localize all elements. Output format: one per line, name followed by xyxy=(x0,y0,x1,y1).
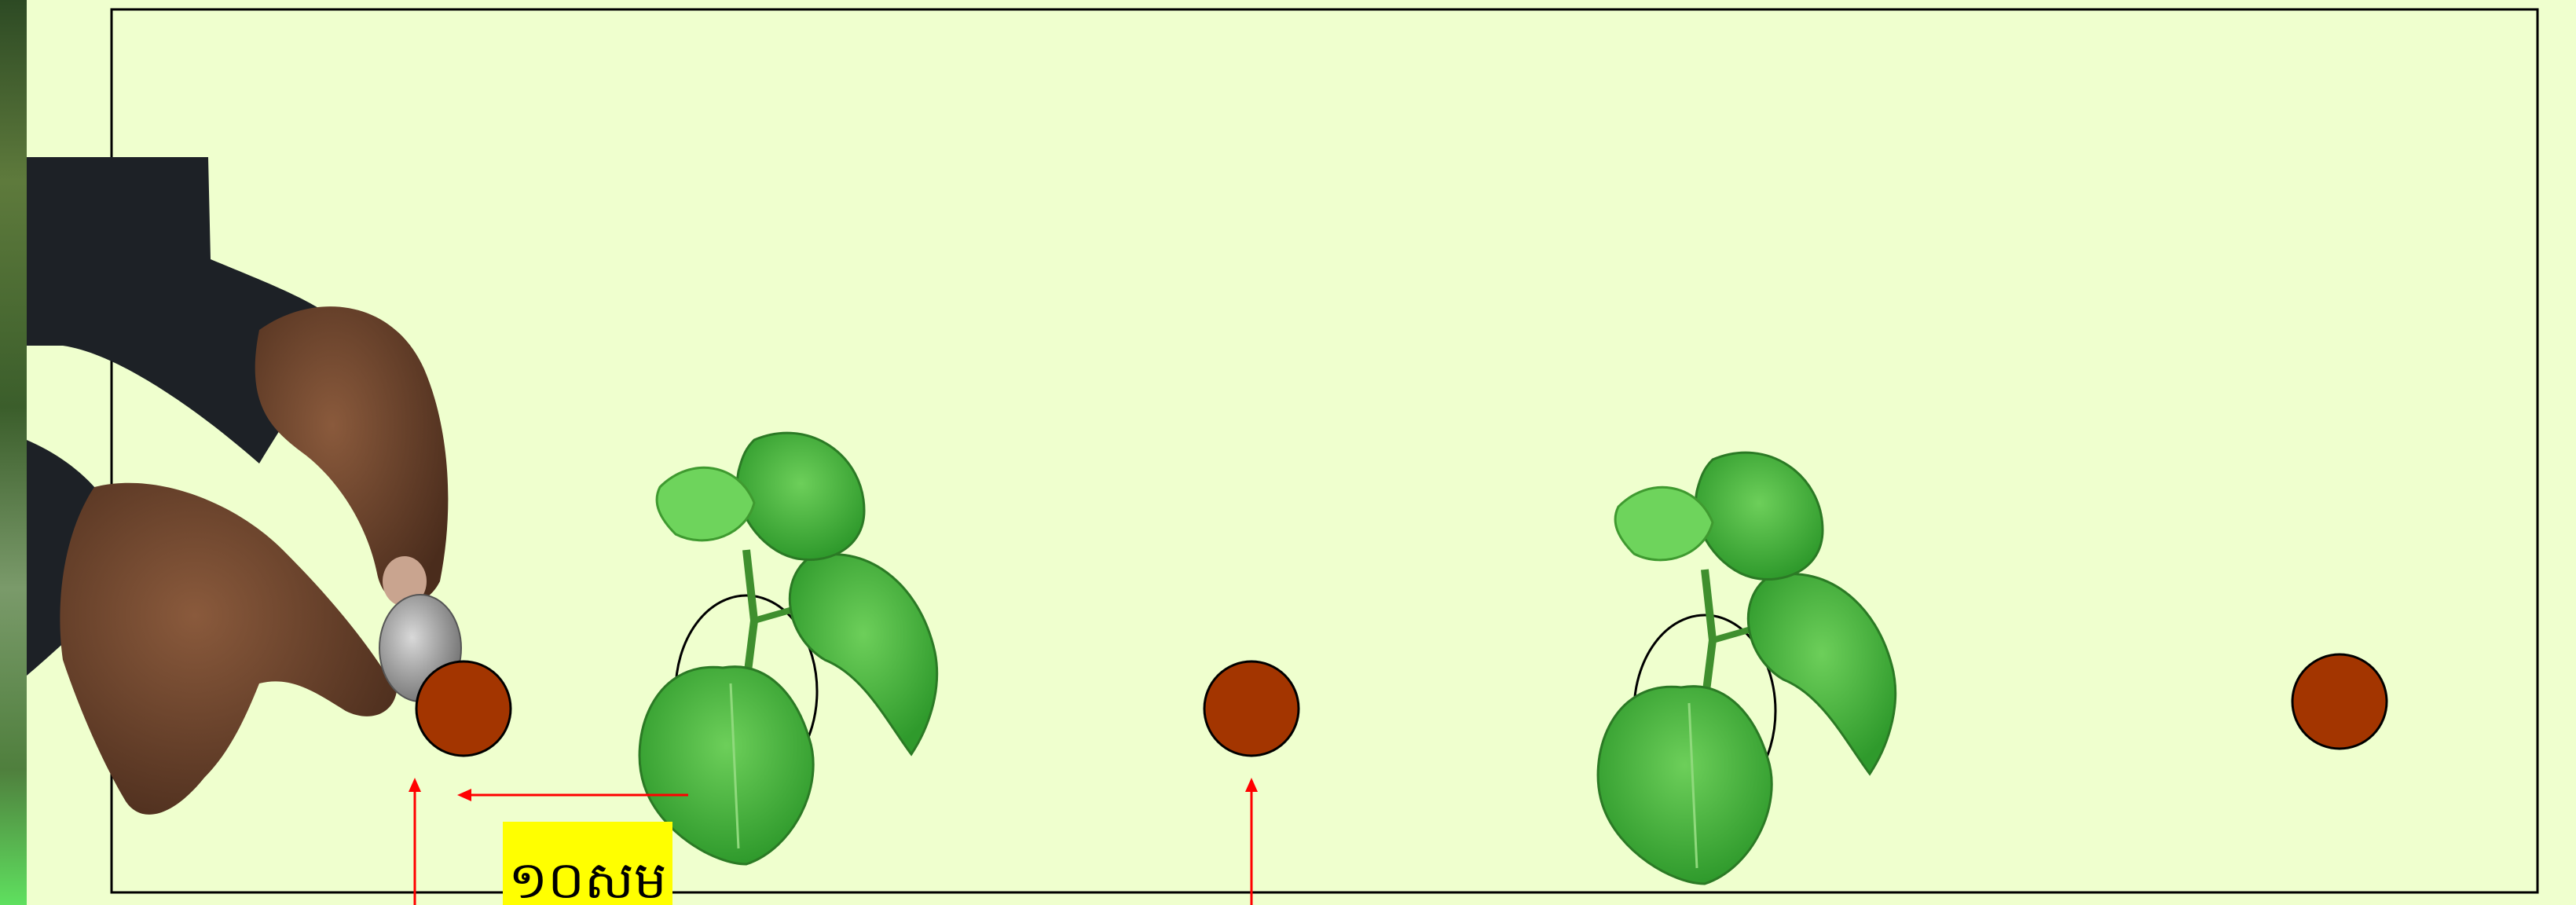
hand-with-fertilizer-icon xyxy=(27,157,461,815)
planting-hole-icon xyxy=(2292,654,2387,749)
field-frame xyxy=(112,9,2538,892)
distance-label: ១០សម xyxy=(503,822,672,905)
planting-hole-icon xyxy=(1204,661,1299,756)
planting-hole-icon xyxy=(416,661,511,756)
cucumber-seedling-icon xyxy=(639,433,937,864)
cucumber-seedling-icon xyxy=(1598,452,1896,884)
